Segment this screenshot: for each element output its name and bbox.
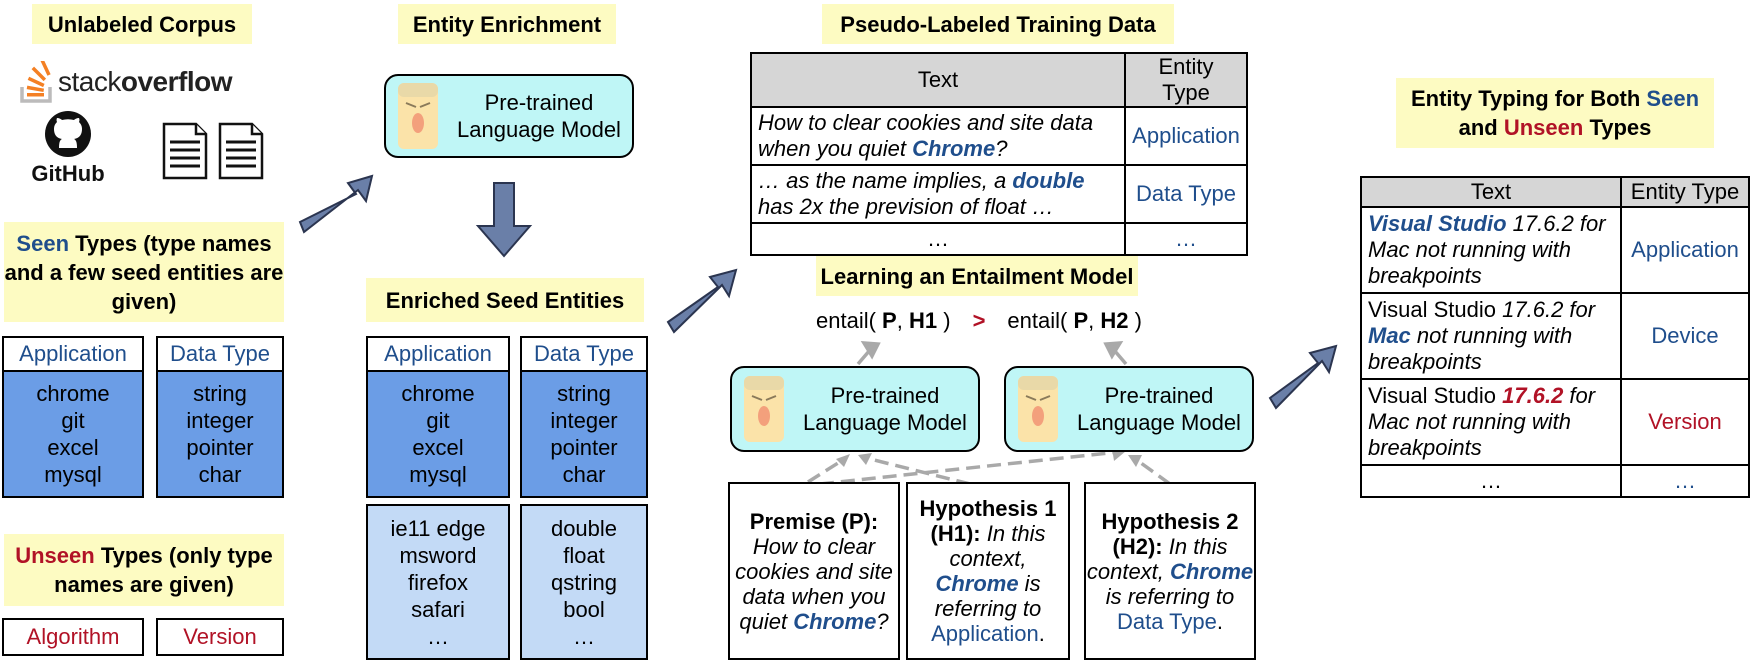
algorithm-type-box: Algorithm	[2, 618, 144, 656]
plm-label: Pre-trained Language Model	[1077, 383, 1241, 435]
list-item: bool	[563, 596, 605, 622]
list-item: pointer	[550, 435, 618, 460]
list-item: integer	[186, 408, 254, 433]
corpus-title: Unlabeled Corpus	[32, 4, 252, 44]
list-item: qstring	[550, 569, 618, 595]
unseen-types-title: Unseen Types (only type names are given)	[4, 534, 284, 606]
list-item: float	[563, 542, 605, 568]
hypothesis-1-box: Hypothesis 1 (H1): In this context, Chro…	[906, 482, 1070, 660]
table-row: … …	[750, 222, 1248, 256]
version-type-box: Version	[156, 618, 284, 656]
list-item: pointer	[186, 435, 254, 460]
app-seed-list: chrome git excel mysql	[2, 370, 144, 498]
plm-label: Pre-trained Language Model	[803, 383, 967, 435]
hypothesis-2-box: Hypothesis 2 (H2): In this context, Chro…	[1084, 482, 1256, 660]
list-item: char	[562, 462, 606, 487]
arrow-up-right	[298, 174, 374, 234]
table-row: Visual Studio 17.6.2 for Mac not running…	[1360, 206, 1750, 294]
arrow-up-right-2	[666, 268, 738, 334]
table-row: How to clear cookies and site data when …	[750, 106, 1248, 166]
list-item: chrome	[36, 381, 110, 406]
entail-formula: entail( P, H1 )>entail( P, H2 )	[816, 308, 1142, 333]
list-item: chrome	[401, 381, 475, 406]
small-arrow-head	[860, 341, 881, 360]
list-item: mysql	[409, 462, 467, 487]
list-item: mysql	[44, 462, 102, 487]
list-item: string	[557, 381, 611, 406]
col-text-header: Text	[750, 52, 1126, 108]
list-item: string	[193, 381, 247, 406]
model-face-icon	[744, 376, 784, 442]
entail-plm-box-2: Pre-trained Language Model	[1004, 366, 1254, 452]
list-item: msword	[399, 542, 477, 568]
pseudo-title: Pseudo-Labeled Training Data	[822, 4, 1174, 44]
list-item: …	[573, 623, 595, 649]
list-item: excel	[47, 435, 99, 460]
list-item: safari	[411, 596, 465, 622]
entail-plm-box-1: Pre-trained Language Model	[730, 366, 980, 452]
github-text: GitHub	[31, 161, 105, 186]
stackoverflow-text: stackoverflow	[58, 66, 233, 97]
documents-icon	[160, 118, 270, 182]
table-row: Visual Studio 17.6.2 for Mac not running…	[1360, 378, 1750, 466]
premise-box: Premise (P): How to clear cookies and si…	[728, 482, 900, 660]
list-item: git	[426, 408, 450, 433]
list-item: ie11 edge	[390, 515, 486, 541]
list-item: …	[427, 623, 449, 649]
arrow-up-right-3	[1268, 344, 1338, 410]
stackoverflow-logo: stackoverflow	[20, 60, 250, 104]
small-arrow-head	[1103, 341, 1124, 360]
entail-title: Learning an Entailment Model	[816, 256, 1138, 296]
enriched-datatype-seed-list: string integer pointer char	[520, 370, 648, 498]
col-text-header: Text	[1360, 176, 1622, 208]
arrow-down	[475, 182, 533, 258]
final-title: Entity Typing for Both Seen and Unseen T…	[1396, 78, 1714, 148]
enrichment-title: Entity Enrichment	[398, 4, 616, 44]
plm-label: Pre-trained Language Model	[457, 90, 621, 142]
stackoverflow-icon	[20, 61, 52, 103]
enriched-app-header: Application	[366, 336, 510, 372]
col-type-header: Entity Type	[1620, 176, 1750, 208]
github-icon	[45, 111, 91, 157]
enriched-app-new-list: ie11 edge msword firefox safari …	[366, 504, 510, 660]
enriched-datatype-header: Data Type	[520, 336, 648, 372]
list-item: excel	[412, 435, 464, 460]
enriched-title: Enriched Seed Entities	[366, 278, 644, 322]
table-row: Visual Studio 17.6.2 for Mac not running…	[1360, 292, 1750, 380]
table-row: … as the name implies, a double has 2x t…	[750, 164, 1248, 224]
list-item: firefox	[408, 569, 468, 595]
list-item: double	[550, 515, 618, 541]
model-face-icon	[1018, 376, 1058, 442]
enriched-datatype-new-list: double float qstring bool …	[520, 504, 648, 660]
list-item: char	[198, 462, 242, 487]
enrichment-plm-box: Pre-trained Language Model	[384, 74, 634, 158]
model-face-icon	[398, 83, 438, 149]
table-row: … …	[1360, 464, 1750, 498]
seen-types-title: Seen Types (type names and a few seed en…	[4, 222, 284, 322]
datatype-seed-list: string integer pointer char	[156, 370, 284, 498]
enriched-app-seed-list: chrome git excel mysql	[366, 370, 510, 498]
col-type-header: Entity Type	[1124, 52, 1248, 108]
list-item: git	[61, 408, 85, 433]
list-item: integer	[550, 408, 618, 433]
github-logo: GitHub	[28, 110, 108, 190]
